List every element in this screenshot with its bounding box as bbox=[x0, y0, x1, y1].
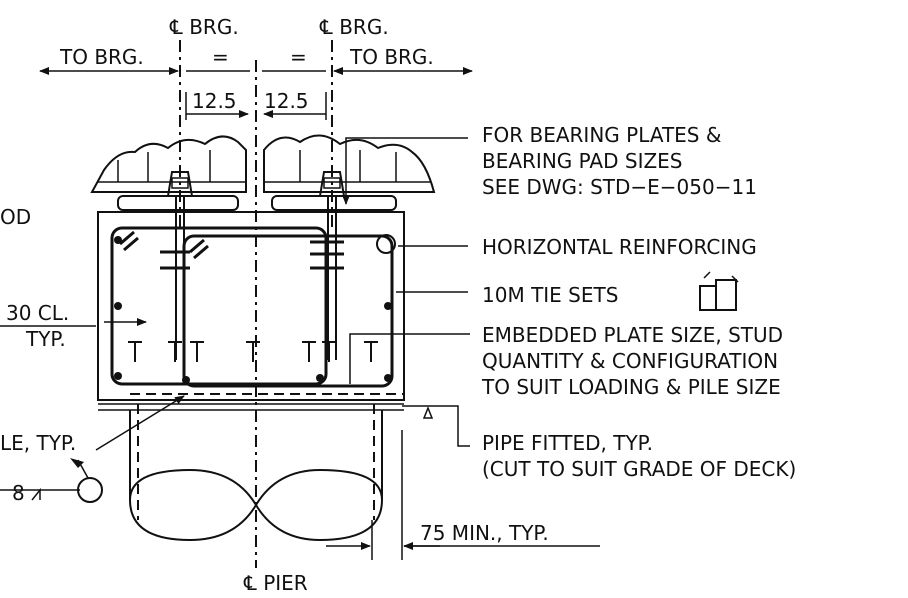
equal-right-label: = bbox=[290, 45, 307, 69]
left-od-label: OD bbox=[0, 205, 31, 229]
cover-typ-label: TYP. bbox=[25, 327, 66, 351]
callout-embedded-plate-1: EMBEDDED PLATE SIZE, STUD bbox=[482, 323, 783, 347]
horizontal-bar-circle bbox=[376, 234, 396, 254]
left-le-typ-label: LE, TYP. bbox=[0, 431, 76, 455]
leader-lines bbox=[0, 137, 600, 560]
callout-embedded-plate-2: QUANTITY & CONFIGURATION bbox=[482, 349, 778, 373]
cover-30-label: 30 CL. bbox=[6, 301, 69, 325]
cl-pier-label: ℄ PIER bbox=[243, 571, 308, 595]
callout-bearing-plates-3: SEE DWG: STD−E−050−11 bbox=[482, 175, 757, 199]
pipe-pile bbox=[129, 410, 383, 542]
cl-brg-left-label: ℄ BRG. bbox=[169, 15, 239, 39]
callout-embedded-plate-3: TO SUIT LOADING & PILE SIZE bbox=[481, 375, 781, 399]
to-brg-left-label: TO BRG. bbox=[59, 45, 144, 69]
weld-8-label: 8 bbox=[12, 481, 25, 505]
embedded-studs bbox=[128, 341, 378, 362]
callout-bearing-plates-2: BEARING PAD SIZES bbox=[482, 149, 683, 173]
callout-pipe-fitted-1: PIPE FITTED, TYP. bbox=[482, 431, 653, 455]
callout-bearing-plates-1: FOR BEARING PLATES & bbox=[482, 123, 721, 147]
girder-left bbox=[90, 135, 247, 211]
top-dimensions bbox=[39, 67, 473, 120]
dim-12-5-right-label: 12.5 bbox=[264, 89, 309, 113]
min-75-label: 75 MIN., TYP. bbox=[420, 521, 549, 545]
tie-set-icon bbox=[699, 271, 739, 311]
girder-right bbox=[263, 134, 436, 211]
callout-tie-sets: 10M TIE SETS bbox=[482, 283, 618, 307]
callout-pipe-fitted-2: (CUT TO SUIT GRADE OF DECK) bbox=[482, 457, 796, 481]
equal-left-label: = bbox=[212, 45, 229, 69]
weld-symbol-circle bbox=[77, 477, 103, 503]
pier-cap bbox=[97, 211, 405, 411]
to-brg-right-label: TO BRG. bbox=[349, 45, 434, 69]
callout-horizontal-reinforcing: HORIZONTAL REINFORCING bbox=[482, 235, 757, 259]
dim-12-5-left-label: 12.5 bbox=[192, 89, 237, 113]
cl-brg-right-label: ℄ BRG. bbox=[319, 15, 389, 39]
reinforcing-cage bbox=[110, 196, 396, 388]
